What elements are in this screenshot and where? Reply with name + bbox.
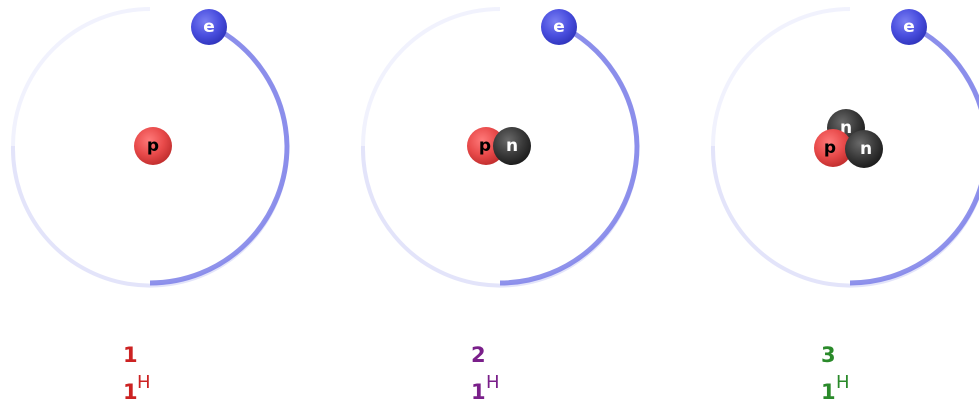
isotope-label-deuterium: 2 1 H [471, 343, 500, 404]
neutron: n [845, 130, 883, 168]
neutron: n [493, 127, 531, 165]
electron-label: e [203, 17, 215, 37]
atom-deuterium: p n e [360, 7, 640, 288]
isotope-label-protium: 1 1 H [123, 343, 151, 404]
atomic-number: 1 [821, 380, 836, 404]
orbit-path [361, 7, 501, 147]
proton: p [134, 127, 172, 165]
isotope-label-tritium: 3 1 H [821, 343, 850, 404]
mass-number: 1 [123, 343, 138, 367]
element-symbol: H [486, 372, 500, 393]
electron-label: e [903, 17, 915, 37]
electron: e [191, 9, 227, 45]
element-symbol: H [836, 372, 850, 393]
mass-number: 2 [471, 343, 486, 367]
atom-tritium: n p n e [710, 7, 979, 288]
orbit-path [11, 7, 151, 147]
proton-label: p [479, 136, 491, 156]
proton: p [467, 127, 505, 165]
orbit-path [849, 21, 979, 286]
proton: p [814, 129, 852, 167]
electron: e [891, 9, 927, 45]
neutron-label: n [506, 136, 518, 156]
element-symbol: H [137, 372, 151, 393]
neutron-label: n [860, 139, 872, 159]
electron: e [541, 9, 577, 45]
proton-label: p [147, 136, 159, 156]
orbit-path [149, 21, 290, 286]
orbit-path [711, 7, 851, 147]
electron-label: e [553, 17, 565, 37]
orbit-path [499, 21, 640, 286]
atom-protium: p e [10, 7, 290, 288]
proton-label: p [824, 138, 836, 158]
atomic-number: 1 [471, 380, 486, 404]
atomic-number: 1 [123, 380, 138, 404]
mass-number: 3 [821, 343, 836, 367]
